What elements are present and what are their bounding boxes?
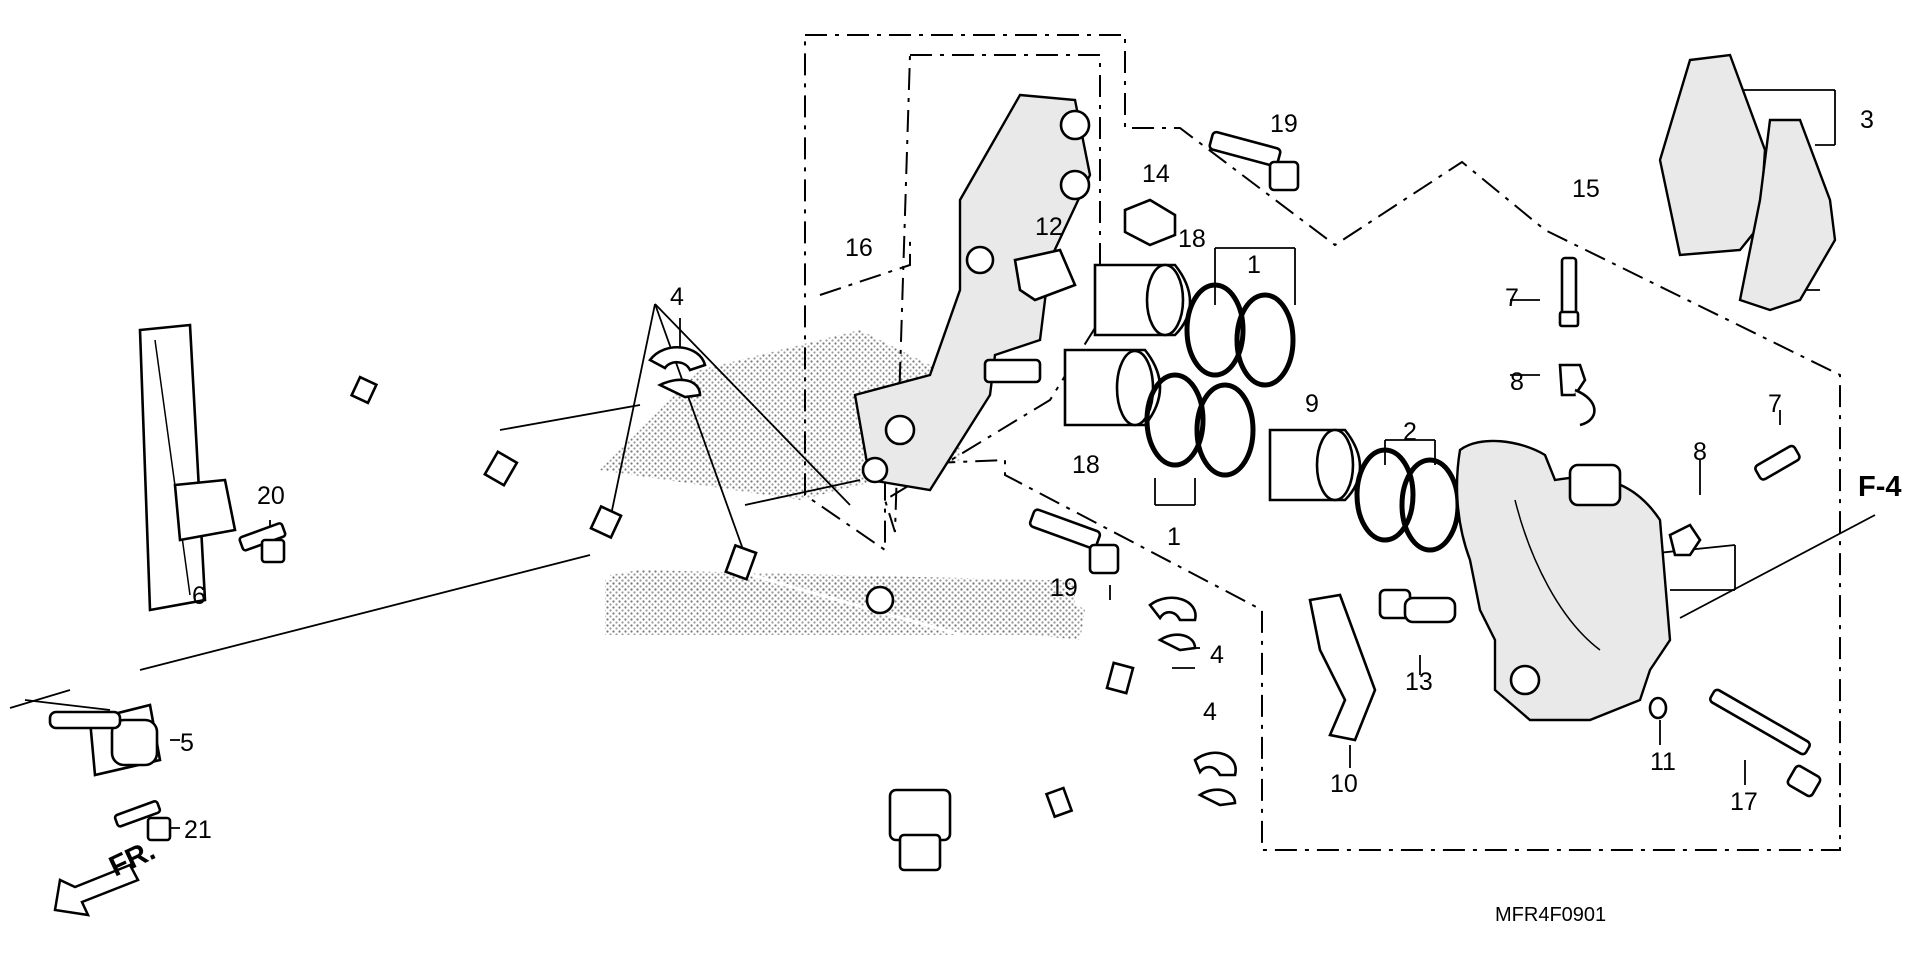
caliper-bracket	[853, 93, 1092, 492]
callout-16: 16	[845, 234, 873, 262]
wheel-speed-sensor-cable	[48, 323, 1182, 872]
caliper-body	[1455, 439, 1672, 722]
mounting-bolts	[113, 522, 287, 842]
bleed-cap	[1123, 198, 1177, 247]
callout-19b: 19	[1050, 574, 1078, 602]
callout-10: 10	[1330, 770, 1358, 798]
callout-7b: 7	[1768, 390, 1782, 418]
caliper-pistons	[1063, 263, 1362, 502]
callout-8b: 8	[1693, 438, 1707, 466]
callout-4b: 4	[1210, 641, 1224, 669]
callout-7a: 7	[1505, 284, 1519, 312]
bleed-valves	[1558, 256, 1801, 557]
callout-14: 14	[1142, 160, 1170, 188]
callout-11: 11	[1650, 748, 1676, 776]
callout-8a: 8	[1510, 368, 1524, 396]
front-direction-arrow: FR.	[53, 835, 160, 917]
ref-label: F-4	[1858, 471, 1902, 503]
callout-13: 13	[1405, 668, 1433, 696]
callout-9: 9	[1305, 390, 1319, 418]
diagram-code: MFR4F0901	[1495, 904, 1606, 926]
pad-retainer	[1308, 593, 1377, 742]
callout-12: 12	[1035, 213, 1063, 241]
callout-1a: 1	[1247, 251, 1261, 279]
page-reference: F-4	[1858, 471, 1902, 503]
callout-numbers: 1 1 2 3 4 4 4 5 6 7 7 8 8 9 10 11 12 13 …	[180, 106, 1874, 844]
assembly-outlines	[804, 34, 1841, 851]
caliper-bolts	[1028, 130, 1300, 575]
piston-seals	[1144, 282, 1461, 553]
pad-spring	[1013, 248, 1077, 302]
pad-pin	[1648, 688, 1822, 798]
pin-bolt	[1378, 588, 1457, 624]
callout-5: 5	[180, 729, 194, 757]
callout-4a: 4	[670, 283, 684, 311]
callout-18b: 18	[1072, 451, 1100, 479]
callout-18a: 18	[1178, 225, 1206, 253]
callout-17: 17	[1730, 788, 1758, 816]
cable-clips	[648, 345, 1237, 807]
callout-3: 3	[1860, 106, 1874, 134]
leader-lines	[9, 89, 1876, 829]
callout-6: 6	[192, 582, 206, 610]
callout-20: 20	[257, 482, 285, 510]
callout-21: 21	[184, 816, 212, 844]
callout-19a: 19	[1270, 110, 1298, 138]
callout-2: 2	[1403, 418, 1417, 446]
callout-1b: 1	[1167, 523, 1181, 551]
callout-4c: 4	[1203, 698, 1217, 726]
brake-pads	[1658, 53, 1837, 312]
callout-15: 15	[1572, 175, 1600, 203]
